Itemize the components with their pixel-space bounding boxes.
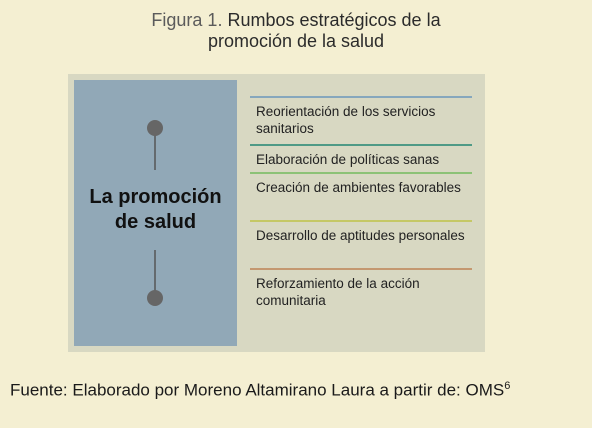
- strategy-item-label: Reforzamiento de la acción comunitaria: [256, 276, 420, 308]
- strategy-list: Reorientación de los servicios sanitario…: [250, 96, 472, 316]
- center-concept-title: La promoción de salud: [74, 185, 237, 235]
- center-concept-panel: La promoción de salud: [74, 80, 237, 346]
- strategy-item-label: Desarrollo de aptitudes personales: [256, 228, 465, 243]
- strategy-item-label: Reorientación de los servicios sanitario…: [256, 104, 436, 136]
- connector-dot-top: [147, 120, 163, 136]
- strategy-item: Desarrollo de aptitudes personales: [250, 220, 472, 268]
- strategy-item-rule: [250, 144, 472, 146]
- strategy-item-label: Elaboración de políticas sanas: [256, 152, 440, 167]
- strategy-item-rule: [250, 220, 472, 222]
- strategy-item: Reorientación de los servicios sanitario…: [250, 96, 472, 144]
- strategy-item-rule: [250, 268, 472, 270]
- figure-title-line2: promoción de la salud: [207, 31, 385, 51]
- strategy-item: Reforzamiento de la acción comunitaria: [250, 268, 472, 316]
- connector-graphic: [147, 120, 163, 306]
- strategy-item-label: Creación de ambientes favorables: [256, 180, 461, 195]
- figure-label: Figura 1.: [151, 10, 223, 30]
- strategy-item: Creación de ambientes favorables: [250, 172, 472, 220]
- source-ref: 6: [504, 380, 511, 392]
- strategy-item-rule: [250, 172, 472, 174]
- figure-caption: Figura 1. Rumbos estratégicos de la prom…: [0, 10, 592, 52]
- strategy-item-rule: [250, 96, 472, 98]
- center-title-line1: La promoción: [89, 186, 222, 208]
- figure-title-line1: Rumbos estratégicos de la: [227, 10, 441, 30]
- connector-dot-bottom: [147, 290, 163, 306]
- source-text: Fuente: Elaborado por Moreno Altamirano …: [10, 380, 505, 400]
- source-note: Fuente: Elaborado por Moreno Altamirano …: [10, 380, 590, 401]
- diagram-frame: La promoción de salud Reorientación de l…: [68, 74, 485, 352]
- strategy-item: Elaboración de políticas sanas: [250, 144, 472, 172]
- center-title-line2: de salud: [114, 211, 197, 233]
- caption-line-1: Figura 1. Rumbos estratégicos de la: [0, 10, 592, 31]
